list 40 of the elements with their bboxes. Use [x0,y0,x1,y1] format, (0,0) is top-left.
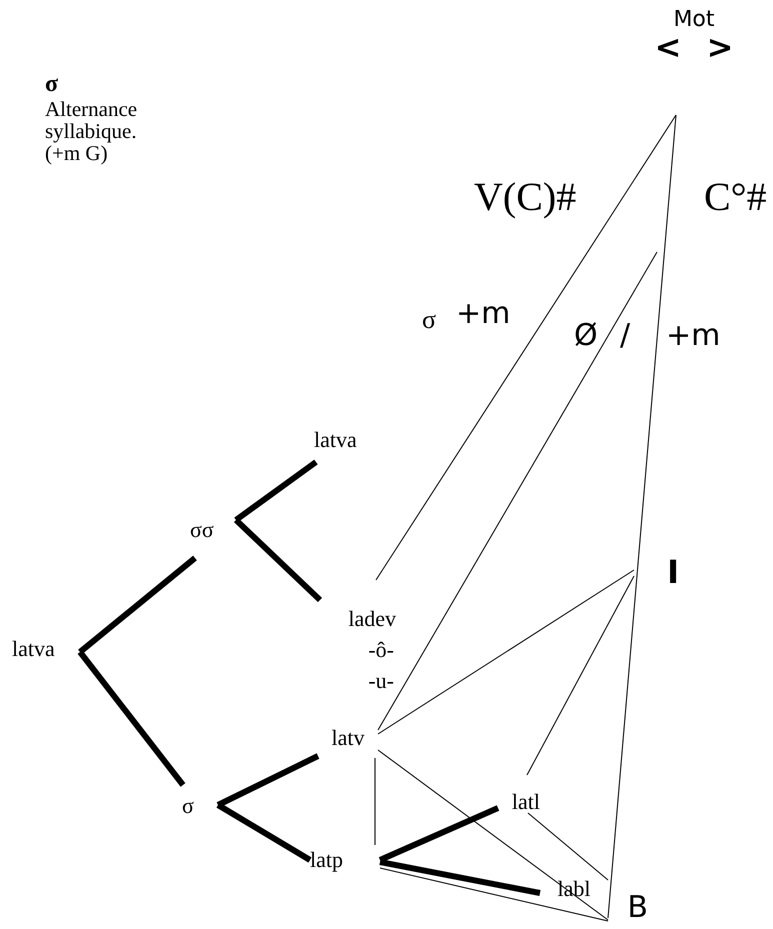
word-label: σ [182,794,194,817]
word-label: Mot [673,8,715,32]
connector-line [378,570,634,734]
word-label: latv [332,726,364,750]
rule-label: +m [666,320,720,352]
connector-line [378,252,658,730]
word-label: I [667,556,679,590]
word-label: latl [512,790,540,813]
rule-label: +m [456,298,510,330]
word-label: latva [314,428,357,452]
rule-label: V(C)# [474,176,576,218]
rule-label: σ [45,72,58,98]
tree-branch [216,753,320,808]
variant-label: -ô- [368,638,394,662]
rule-label: σ [422,306,436,334]
connector-line [528,812,608,880]
rule-label: C°# [704,176,767,218]
connector-line [608,114,676,918]
variant-label: -u- [368,669,394,692]
connector-line [526,576,634,776]
connector-line [376,114,676,580]
rule-label: / [620,320,630,352]
rule-label: Ø [574,320,598,352]
word-label: latp [310,848,343,872]
word-label: σσ [190,518,214,542]
word-label: ladev [348,606,396,630]
word-label: latva [12,637,55,661]
connector-line [374,758,376,846]
word-label: < > [654,31,734,65]
tree-branch [234,518,322,602]
tree-branch [78,556,197,654]
connector-line [378,750,608,920]
note-text: Alternance syllabique. (+m G) [45,98,138,164]
tree-branch [216,802,312,863]
connector-line [380,868,608,922]
word-label: B [627,892,648,924]
tree-branch [234,460,318,522]
tree-branch [379,859,541,896]
tree-branch [78,650,186,787]
tree-branch [378,805,500,863]
